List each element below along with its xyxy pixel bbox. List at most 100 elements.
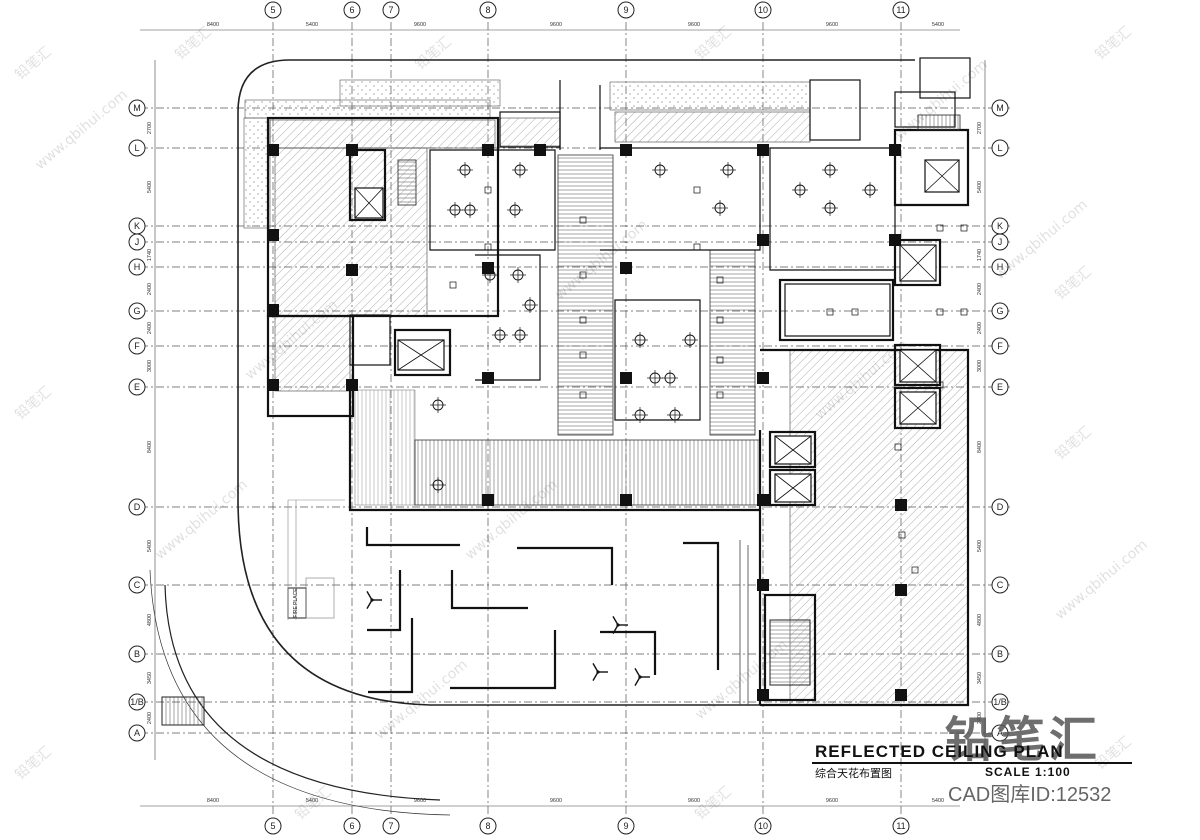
dimension-label: 9600: [550, 22, 562, 28]
cad-id-watermark: CAD图库ID:12532: [948, 784, 1112, 806]
grid-bubble-label: F: [134, 341, 140, 351]
column: [757, 689, 769, 701]
planter-strips: [243, 79, 811, 229]
drawing-title-chinese: 综合天花布置图: [815, 768, 892, 780]
grid-bubble-label: 9: [623, 821, 628, 831]
grid-bubble-label: 5: [270, 5, 275, 15]
walls: [266, 57, 971, 707]
brand-watermark-small: 铅笔汇: [12, 44, 54, 83]
grid-bubble-label: E: [134, 382, 140, 392]
air-diffuser: [894, 443, 902, 451]
downlight-fixture: [492, 327, 508, 343]
air-diffuser: [579, 351, 587, 359]
light-fixtures: [430, 162, 968, 574]
air-diffuser: [851, 308, 859, 316]
grid-bubble-label: A: [134, 728, 140, 738]
grid-bubble: [128, 99, 146, 117]
brand-watermark-small: 铅笔汇: [692, 24, 734, 63]
dimension-label: 3450: [147, 672, 153, 684]
column: [482, 262, 494, 274]
downlight-fixture: [430, 397, 446, 413]
grid-bubble: [128, 337, 146, 355]
downlight-fixture: [720, 162, 736, 178]
dimension-label: 9600: [826, 798, 838, 804]
dimension-label: 2400: [977, 322, 983, 334]
downlight-fixture: [430, 477, 446, 493]
column: [757, 144, 769, 156]
column: [534, 144, 546, 156]
grid-bubble: [128, 693, 146, 711]
site-boundary: [149, 59, 915, 816]
entrance-paths: [287, 499, 749, 705]
dimension-label: 8400: [207, 798, 219, 804]
grid-bubble: [382, 1, 400, 19]
dimension-label: 2700: [977, 122, 983, 134]
grid-bubble: [991, 378, 1009, 396]
dimension-label: 9600: [414, 22, 426, 28]
grid-bubble: [128, 258, 146, 276]
grid-bubble-label: J: [135, 237, 140, 247]
air-diffuser: [960, 224, 968, 232]
air-diffuser: [716, 391, 724, 399]
downlight-fixture: [712, 200, 728, 216]
downlight-fixture: [482, 267, 498, 283]
lift-car: [924, 159, 960, 193]
dimension-label: 3450: [977, 672, 983, 684]
column: [346, 144, 358, 156]
dimension-label: 5400: [306, 798, 318, 804]
column: [267, 379, 279, 391]
hatched-areas: [269, 111, 969, 706]
grid-bubble-label: 1/B: [130, 697, 144, 707]
column: [346, 264, 358, 276]
air-diffuser: [936, 381, 944, 389]
dimension-label: 8400: [147, 441, 153, 453]
grid-bubble-label: H: [997, 262, 1004, 272]
column: [895, 499, 907, 511]
grid-bubble: [991, 645, 1009, 663]
dimension-label: 5400: [932, 22, 944, 28]
column: [895, 584, 907, 596]
lift-car: [774, 435, 812, 465]
brand-watermark-small: 铅笔汇: [1052, 424, 1094, 463]
column: [757, 234, 769, 246]
dimension-label: 3000: [147, 360, 153, 372]
column: [482, 372, 494, 384]
downlight-fixture: [447, 202, 463, 218]
dimension-label: 1740: [977, 249, 983, 261]
grid-bubble: [991, 693, 1009, 711]
lift-car: [899, 349, 937, 383]
dimension-label: 5400: [977, 540, 983, 552]
grid-bubble: [892, 817, 910, 835]
url-watermark: www.qbihui.com: [1052, 537, 1151, 623]
fire-place: FIRE PLACE: [287, 577, 335, 619]
grid-bubble: [991, 233, 1009, 251]
grid-bubble-label: L: [997, 143, 1002, 153]
grid-bubble: [991, 258, 1009, 276]
title-underline: [812, 762, 1132, 764]
grid-bubble: [382, 817, 400, 835]
downlight-fixture: [652, 162, 668, 178]
air-diffuser: [716, 356, 724, 364]
downlight-fixture: [662, 370, 678, 386]
drawing-title: REFLECTED CEILING PLAN: [815, 742, 1064, 761]
column: [757, 494, 769, 506]
grid-bubble: [264, 1, 282, 19]
grid-bubble-label: 8: [485, 5, 490, 15]
column: [895, 689, 907, 701]
dimension-label: 5400: [147, 540, 153, 552]
column: [267, 144, 279, 156]
dimension-label: 2400: [147, 322, 153, 334]
grid-bubble-label: C: [134, 580, 141, 590]
grid-bubble-label: 8: [485, 821, 490, 831]
downlight-fixture: [512, 327, 528, 343]
grid-bubble-label: 6: [349, 5, 354, 15]
downlight-fixture: [667, 407, 683, 423]
dimension-label: 8400: [207, 22, 219, 28]
grid-bubble-label: E: [997, 382, 1003, 392]
grid-bubble: [991, 139, 1009, 157]
air-diffuser: [579, 391, 587, 399]
air-diffuser: [449, 281, 457, 289]
dimension-label: 5400: [147, 181, 153, 193]
ceiling-fans: [366, 590, 650, 687]
air-diffuser: [484, 186, 492, 194]
